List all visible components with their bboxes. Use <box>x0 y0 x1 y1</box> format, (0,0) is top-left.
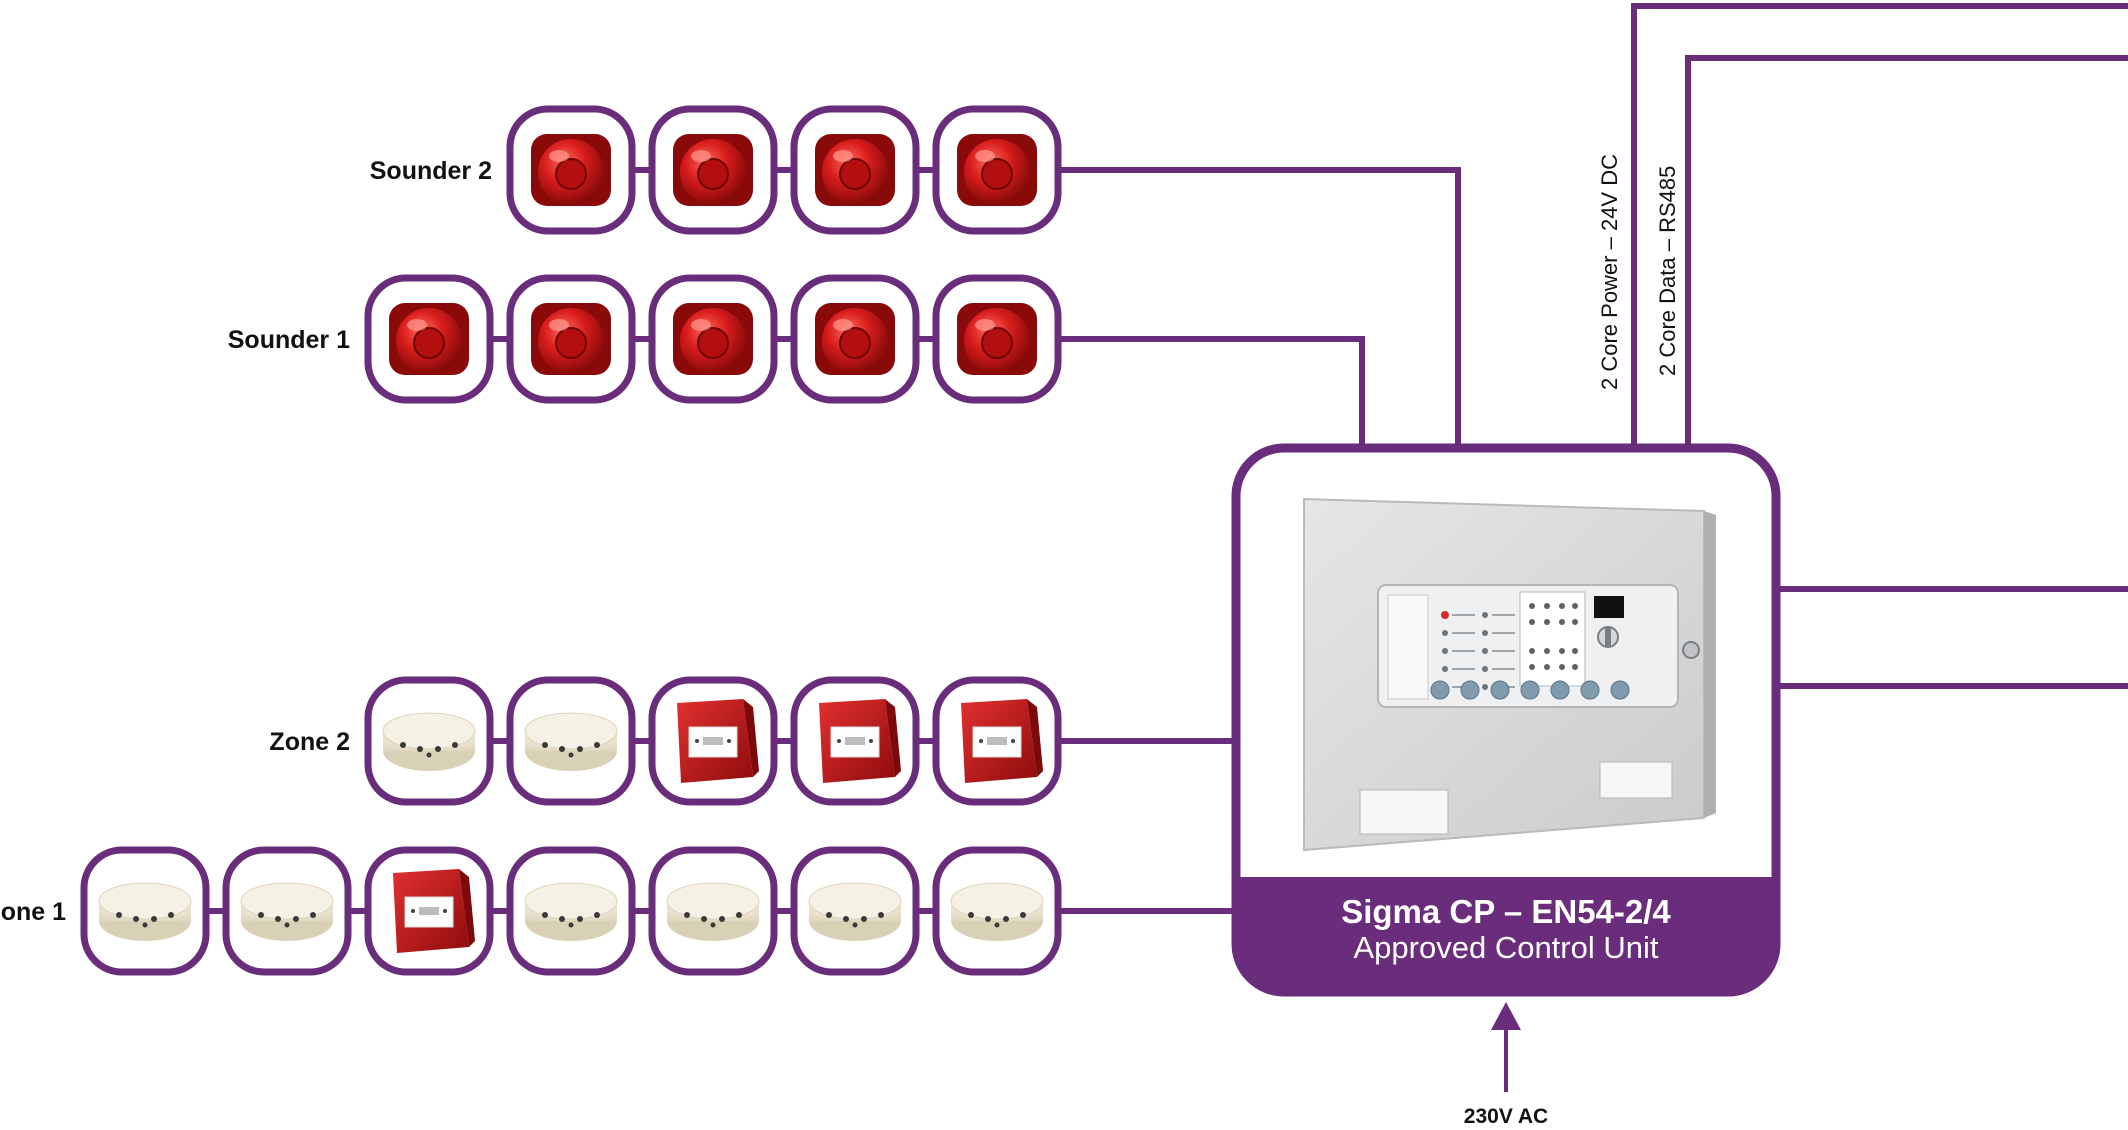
power-bus-wire <box>1631 3 2128 448</box>
sounder-icon[interactable] <box>648 274 778 404</box>
sounder-icon[interactable] <box>790 274 920 404</box>
smoke-detector-icon[interactable] <box>222 846 352 976</box>
manual-call-point-icon[interactable] <box>648 676 778 806</box>
control-unit[interactable]: Sigma CP – EN54-2/4 Approved Control Uni… <box>1231 443 1781 997</box>
circuit-label: Sounder 1 <box>228 326 350 354</box>
mains-supply-label: 230V AC <box>1464 1105 1548 1128</box>
control-unit-title: Sigma CP – EN54-2/4 <box>1341 893 1671 930</box>
manual-call-point-icon[interactable] <box>364 846 494 976</box>
sounder-icon[interactable] <box>790 105 920 235</box>
manual-call-point-icon[interactable] <box>790 676 920 806</box>
smoke-detector-icon[interactable] <box>506 846 636 976</box>
control-unit-caption-bar <box>1236 877 1776 992</box>
sounder-1-wire <box>1058 336 1365 448</box>
circuit-label: Zone 1 <box>0 898 66 926</box>
smoke-detector-icon[interactable] <box>932 846 1062 976</box>
sounder-icon[interactable] <box>364 274 494 404</box>
circuit-label: Zone 2 <box>269 728 350 756</box>
data-bus-wire <box>1685 55 2128 448</box>
smoke-detector-icon[interactable] <box>506 676 636 806</box>
control-unit-subtitle: Approved Control Unit <box>1354 930 1659 965</box>
sounder-icon[interactable] <box>648 105 778 235</box>
smoke-detector-icon[interactable] <box>364 676 494 806</box>
sounder-icon[interactable] <box>506 105 636 235</box>
wiring <box>1058 3 2128 914</box>
sounder-icon[interactable] <box>506 274 636 404</box>
mains-supply: 230V AC <box>1464 1002 1548 1128</box>
sounder-icon[interactable] <box>932 105 1062 235</box>
device-circuits: Sounder 2 Sounder 1 Zone 2 Zone 1 <box>0 105 1062 976</box>
sounder-icon[interactable] <box>932 274 1062 404</box>
fire-alarm-panel-icon <box>1303 497 1716 852</box>
mains-arrow-head-icon <box>1491 1002 1521 1030</box>
power-cable-label: 2 Core Power – 24V DC <box>1597 154 1622 390</box>
smoke-detector-icon[interactable] <box>80 846 210 976</box>
data-cable-label: 2 Core Data – RS485 <box>1655 166 1680 376</box>
manual-call-point-icon[interactable] <box>932 676 1062 806</box>
sounder-2-wire <box>1058 167 1461 448</box>
circuit-label: Sounder 2 <box>370 157 492 185</box>
smoke-detector-icon[interactable] <box>790 846 920 976</box>
smoke-detector-icon[interactable] <box>648 846 778 976</box>
